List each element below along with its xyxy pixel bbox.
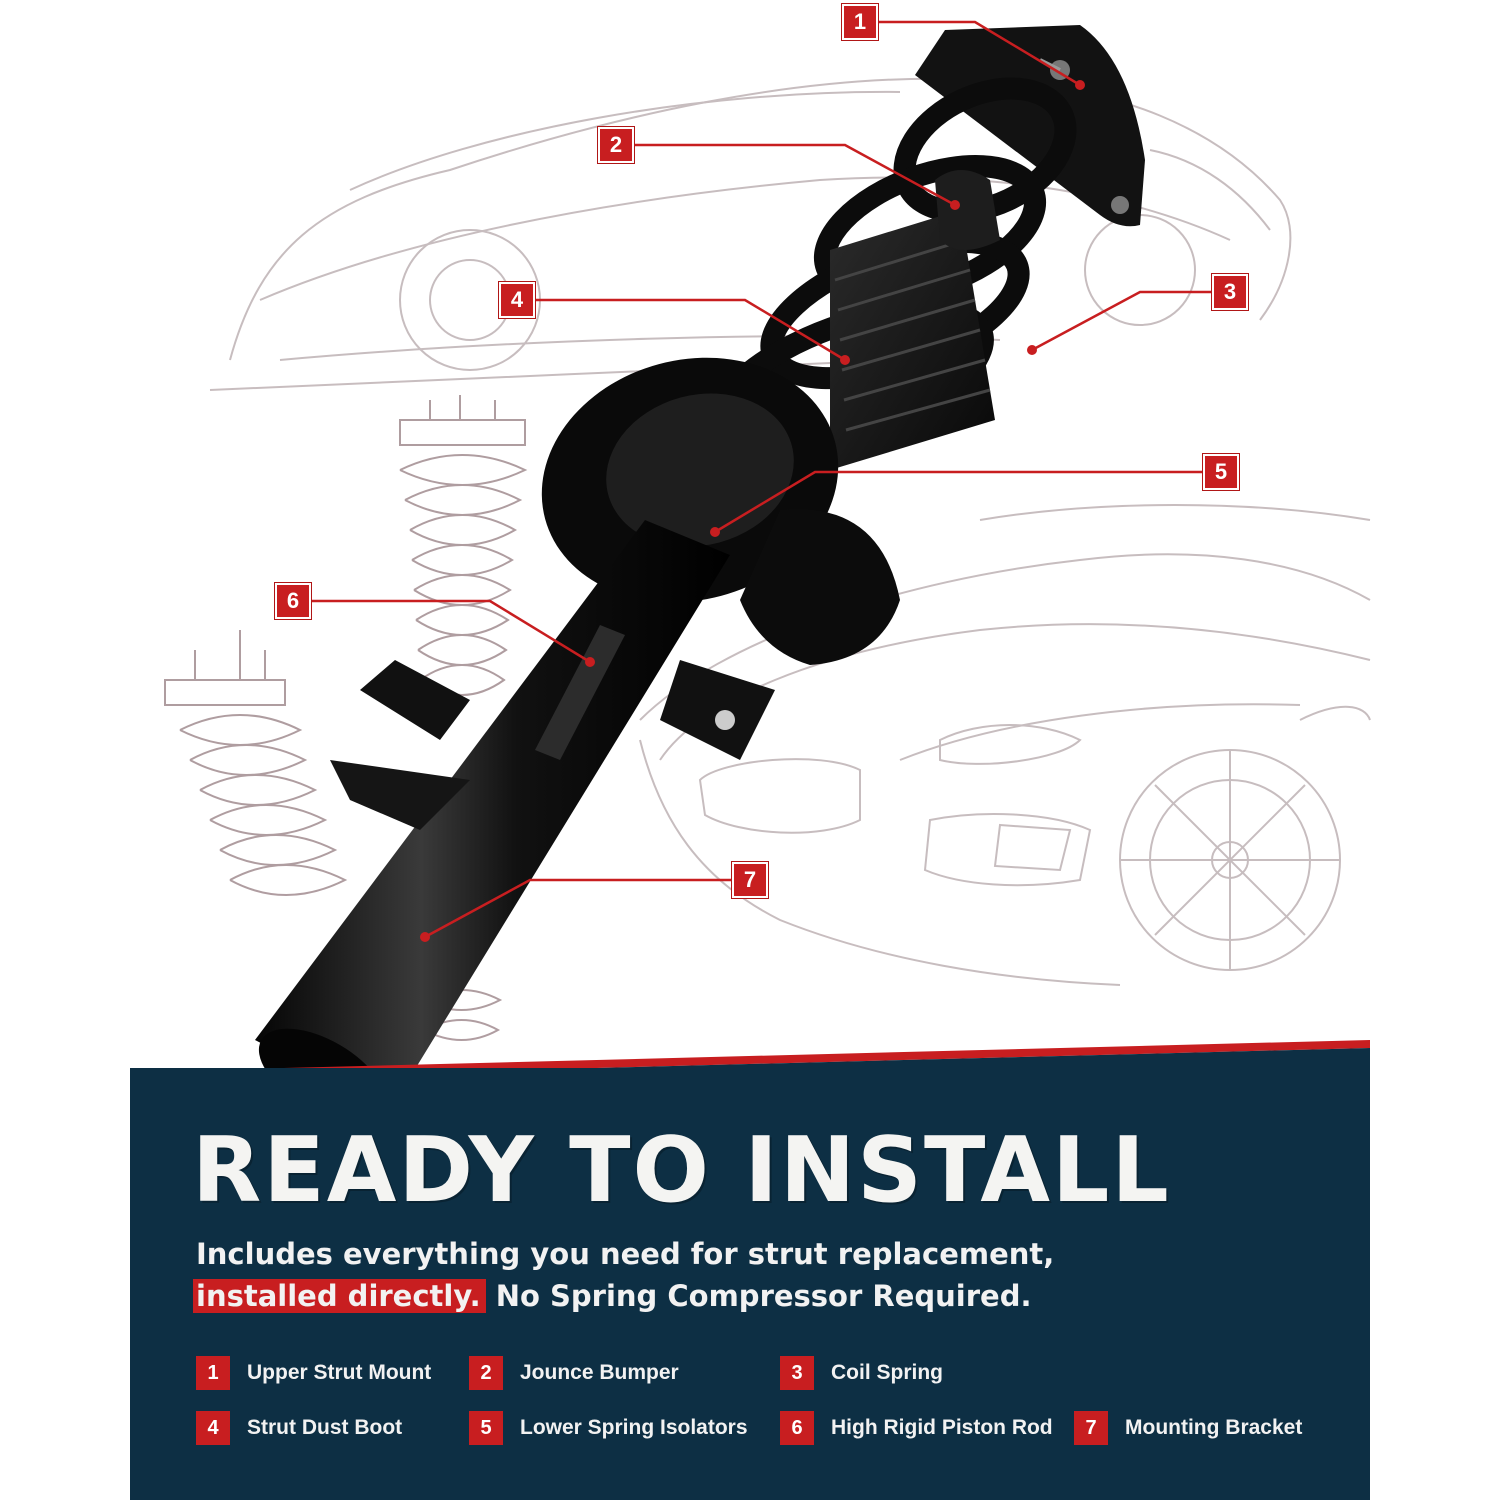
legend-item-5: 5 Lower Spring Isolators	[469, 1411, 748, 1445]
callout-5: 5	[1203, 454, 1239, 490]
legend-label: Lower Spring Isolators	[520, 1416, 748, 1439]
legend-item-7: 7 Mounting Bracket	[1074, 1411, 1302, 1445]
legend-item-1: 1 Upper Strut Mount	[196, 1356, 431, 1390]
subtitle-line-2-rest: No Spring Compressor Required.	[485, 1279, 1032, 1313]
subtitle-highlight: installed directly.	[193, 1279, 486, 1313]
legend-label: High Rigid Piston Rod	[831, 1416, 1053, 1439]
subtitle-line-2: installed directly. No Spring Compressor…	[193, 1276, 1032, 1316]
callout-7: 7	[732, 862, 768, 898]
legend-label: Jounce Bumper	[520, 1361, 679, 1384]
legend-item-2: 2 Jounce Bumper	[469, 1356, 679, 1390]
callout-6: 6	[275, 583, 311, 619]
callout-2: 2	[598, 127, 634, 163]
legend-label: Strut Dust Boot	[247, 1416, 403, 1439]
legend-item-3: 3 Coil Spring	[780, 1356, 943, 1390]
legend-number: 4	[196, 1411, 230, 1445]
legend-number: 6	[780, 1411, 814, 1445]
subtitle-line-1: Includes everything you need for strut r…	[196, 1237, 1055, 1271]
legend-number: 7	[1074, 1411, 1108, 1445]
callout-4: 4	[499, 282, 535, 318]
legend-item-6: 6 High Rigid Piston Rod	[780, 1411, 1053, 1445]
legend-label: Upper Strut Mount	[247, 1361, 432, 1384]
legend-number: 1	[196, 1356, 230, 1390]
callout-1: 1	[842, 4, 878, 40]
callout-3: 3	[1212, 274, 1248, 310]
legend-number: 5	[469, 1411, 503, 1445]
legend-label: Mounting Bracket	[1125, 1416, 1303, 1439]
headline: READY TO INSTALL	[192, 1118, 1171, 1223]
legend-label: Coil Spring	[831, 1361, 943, 1384]
legend-number: 3	[780, 1356, 814, 1390]
legend-item-4: 4 Strut Dust Boot	[196, 1411, 402, 1445]
legend-number: 2	[469, 1356, 503, 1390]
